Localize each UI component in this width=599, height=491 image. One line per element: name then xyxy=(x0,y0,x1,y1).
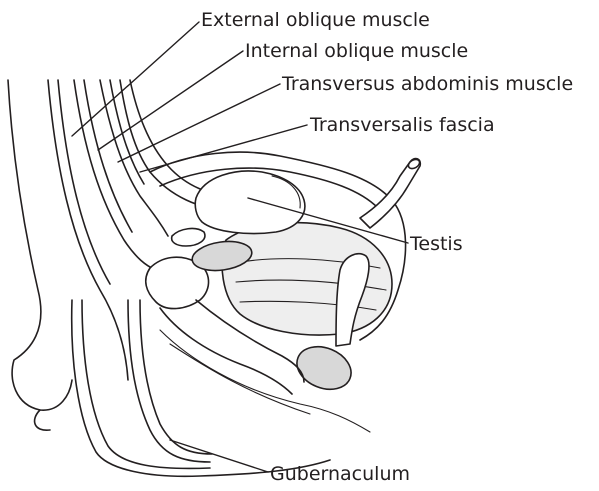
leader-internal-oblique xyxy=(98,51,243,150)
leader-transversalis-fascia xyxy=(140,125,307,172)
label-testis: Testis xyxy=(409,233,463,255)
outer-body-contour xyxy=(8,80,72,410)
label-transversalis-fascia: Transversalis fascia xyxy=(309,114,495,136)
label-transversus-abdominis: Transversus abdominis muscle xyxy=(281,73,573,95)
external-oblique-band xyxy=(48,80,128,380)
internal-structures xyxy=(146,152,421,397)
leader-external-oblique xyxy=(72,22,199,136)
label-gubernaculum: Gubernaculum xyxy=(270,463,410,485)
leader-gubernaculum xyxy=(170,440,268,472)
label-external-oblique: External oblique muscle xyxy=(201,9,430,31)
bone-marrow-right xyxy=(291,339,358,397)
internal-oblique-band xyxy=(74,80,156,270)
testis-organ xyxy=(195,171,305,234)
label-internal-oblique: Internal oblique muscle xyxy=(245,40,468,62)
